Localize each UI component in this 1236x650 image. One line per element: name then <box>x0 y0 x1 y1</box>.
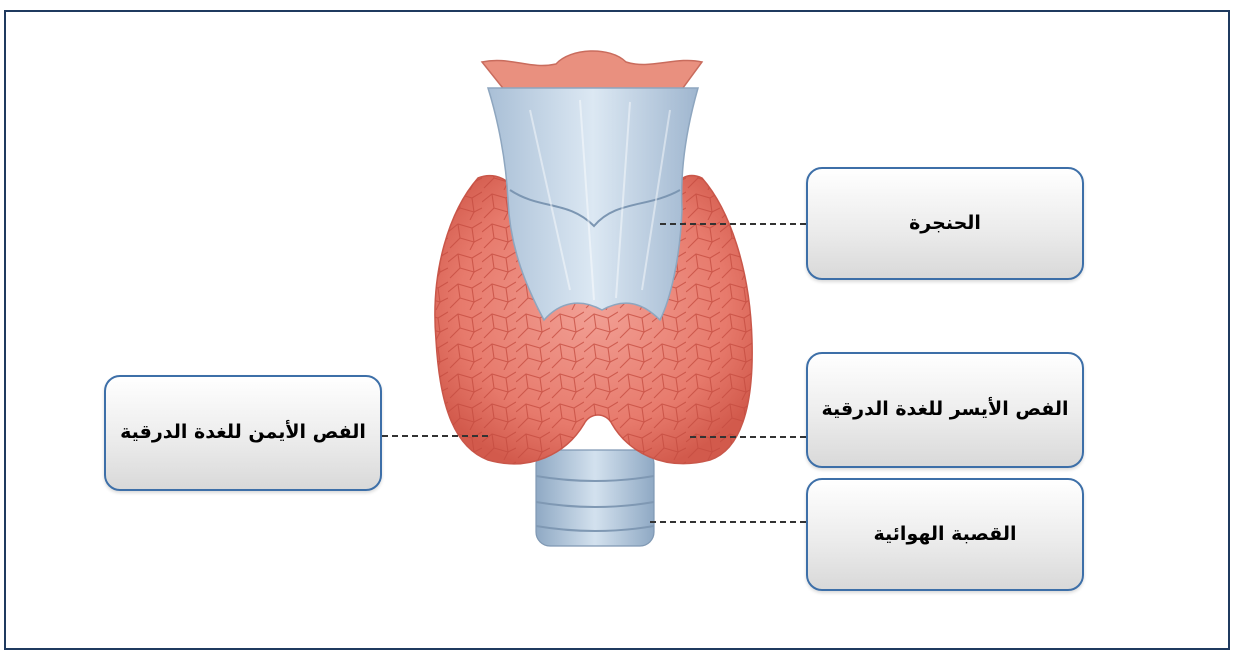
label-left-lobe-text: الفص الأيسر للغدة الدرقية <box>821 396 1068 424</box>
label-right-lobe-text: الفص الأيمن للغدة الدرقية <box>120 419 366 447</box>
label-trachea: القصبة الهوائية <box>806 478 1084 591</box>
label-larynx-text: الحنجرة <box>909 210 981 238</box>
label-right-lobe: الفص الأيمن للغدة الدرقية <box>104 375 382 491</box>
label-left-lobe: الفص الأيسر للغدة الدرقية <box>806 352 1084 468</box>
label-larynx: الحنجرة <box>806 167 1084 280</box>
label-trachea-text: القصبة الهوائية <box>874 521 1017 549</box>
diagram-canvas: الحنجرة الفص الأيسر للغدة الدرقية القصبة… <box>0 0 1236 632</box>
